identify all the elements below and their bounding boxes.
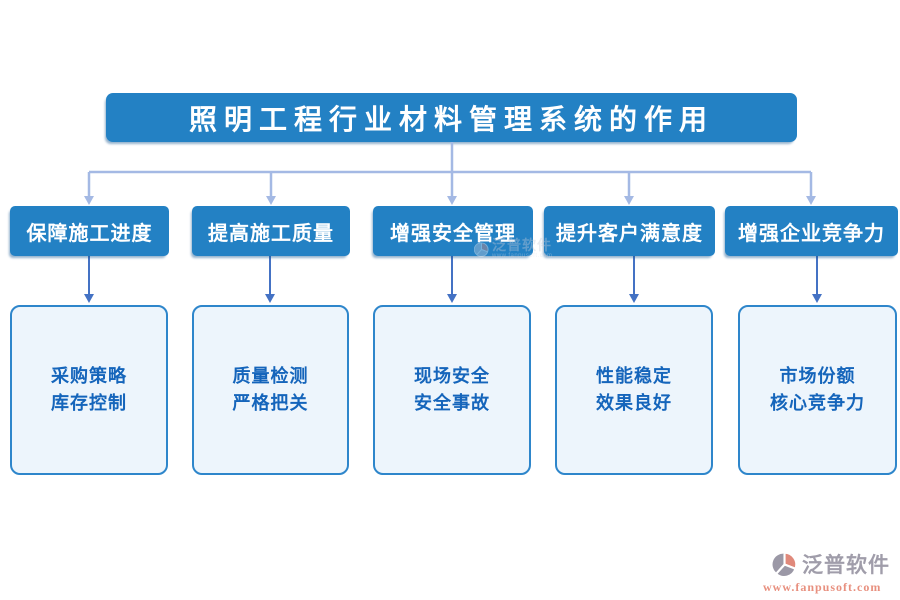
- branch-detail-2: 质量检测 严格把关: [192, 305, 349, 475]
- branch-detail-1: 采购策略 库存控制: [10, 305, 168, 475]
- detail-line: 现场安全: [414, 366, 490, 387]
- fanpu-logo-icon: [771, 551, 798, 578]
- detail-line: 库存控制: [51, 393, 127, 414]
- detail-line: 性能稳定: [596, 366, 672, 387]
- logo-url-text: www.fanpusoft.com: [763, 580, 882, 594]
- detail-line: 市场份额: [779, 366, 856, 387]
- logo-name-text: 泛普软件: [802, 552, 890, 577]
- bottom-connector-group: [88, 256, 818, 295]
- branch-detail-3: 现场安全 安全事故: [373, 305, 531, 475]
- branch-header-2: 提高施工质量: [192, 206, 350, 256]
- bottom-arrowheads: [84, 294, 822, 303]
- detail-line: 核心竞争力: [770, 393, 865, 414]
- top-arrowheads: [84, 196, 816, 205]
- top-connector-group: [87, 142, 813, 197]
- branch-detail-5: 市场份额 核心竞争力: [738, 305, 897, 475]
- detail-line: 采购策略: [51, 366, 127, 387]
- fanpu-logo: 泛普软件 www.fanpusoft.com: [763, 549, 893, 595]
- diagram-title: 照明工程行业材料管理系统的作用: [106, 93, 797, 142]
- branch-detail-4: 性能稳定 效果良好: [555, 305, 713, 475]
- detail-line: 效果良好: [596, 393, 672, 414]
- detail-line: 安全事故: [414, 393, 490, 414]
- branch-header-5: 增强企业竞争力: [725, 206, 898, 256]
- branch-header-4: 提升客户满意度: [544, 206, 715, 256]
- branch-header-3: 增强安全管理: [373, 206, 533, 256]
- detail-line: 严格把关: [232, 393, 309, 414]
- branch-header-1: 保障施工进度: [10, 206, 169, 256]
- detail-line: 质量检测: [232, 366, 309, 387]
